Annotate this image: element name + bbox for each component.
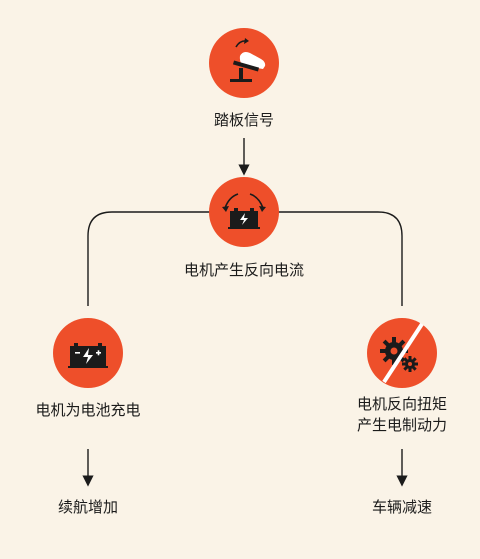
torque-label-line1: 电机反向扭矩: [356, 395, 447, 413]
gear-slash-icon: [380, 322, 424, 384]
battery-regen-icon: [222, 193, 266, 229]
slow-outcome-label: 车辆减速: [371, 498, 432, 516]
torque-node: [367, 318, 437, 388]
range-outcome-label: 续航增加: [57, 498, 118, 516]
battery-node: [53, 318, 123, 388]
battery-label: 电机为电池充电: [35, 401, 141, 419]
torque-label-line2: 产生电制动力: [356, 416, 447, 434]
motor-label: 电机产生反向电流: [183, 261, 304, 279]
pedal-label: 踏板信号: [213, 111, 274, 129]
branch-left-line: [87, 211, 212, 306]
pedal-icon: [230, 38, 266, 82]
branch-right-line: [276, 211, 403, 306]
motor-node: [209, 177, 279, 247]
torque-label: 电机反向扭矩 产生电制动力: [332, 394, 472, 436]
battery-icon: [68, 343, 108, 368]
pedal-node: [209, 28, 279, 98]
